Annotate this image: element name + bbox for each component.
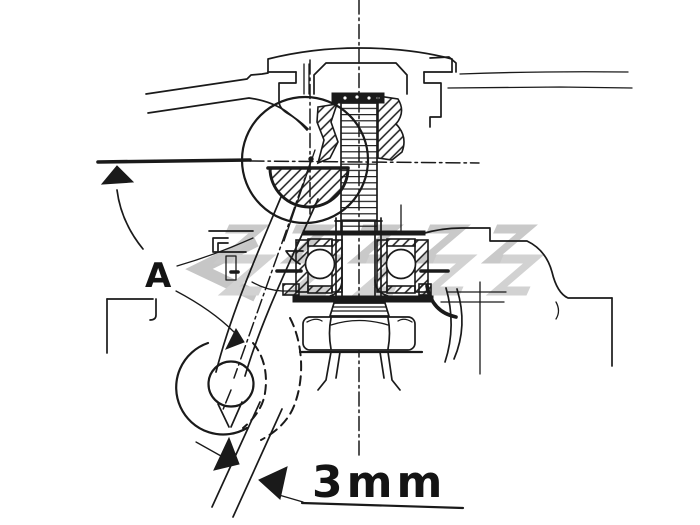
reference-arrowhead (100, 165, 135, 185)
bearing-ball-left (304, 248, 336, 280)
right-frame-lines (447, 71, 633, 89)
right-bracket (418, 227, 613, 375)
dimension-arrowhead (258, 466, 288, 500)
pivot-outer-arc (175, 341, 249, 436)
bearing-shaft (329, 217, 389, 297)
bearing-ball-right (385, 248, 417, 280)
dimension-underline (300, 501, 465, 510)
nut-assembly (298, 302, 424, 391)
lever (215, 160, 319, 428)
measurement-label: 3mm (312, 457, 446, 508)
dimension-leader (278, 494, 304, 503)
left-arm (145, 72, 308, 131)
lever-centerline (233, 160, 312, 379)
pivot-circle (207, 360, 255, 408)
socket-right-bell (377, 95, 405, 161)
left-bracket (208, 230, 304, 296)
angle-label: A (145, 256, 172, 296)
bearing-bottom-plate (292, 295, 434, 303)
label-leader-lower (175, 290, 235, 333)
movement-arrow-leader (195, 441, 222, 457)
hex-nut (302, 316, 416, 351)
lever-direction-arrowhead (224, 327, 245, 350)
washer (328, 302, 391, 317)
socket-left (316, 103, 339, 165)
dimension-3mm: 3mm (195, 436, 465, 510)
angle-arc (116, 189, 144, 250)
ball-socket-dome (268, 166, 350, 209)
label-leader-upper (176, 237, 254, 267)
lower-rod (211, 401, 283, 518)
reference-line (96, 158, 252, 164)
top-cap (267, 47, 457, 130)
bearing-assembly (292, 217, 434, 303)
pivot (175, 341, 255, 436)
movement-arrowhead (213, 436, 240, 471)
angle-reference: A (96, 158, 480, 350)
bearing-top-plate (302, 230, 426, 236)
bracket-corner-arc (425, 284, 458, 319)
left-housing-outline (106, 298, 157, 354)
